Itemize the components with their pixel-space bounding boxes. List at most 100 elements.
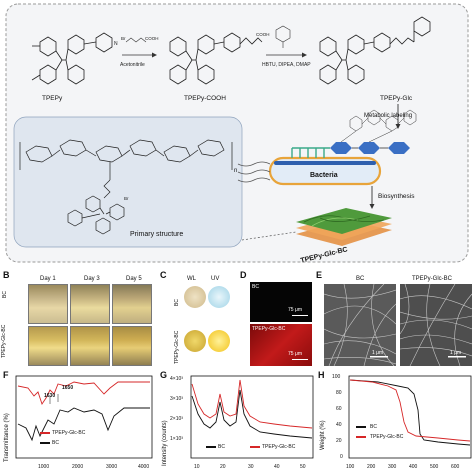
sem-image-bc <box>324 284 396 366</box>
g-xtick-3: 30 <box>248 464 254 470</box>
tpepy-glc-structure <box>319 16 431 85</box>
g-ytick-3: 3×10³ <box>170 396 183 402</box>
uptake-linkers <box>291 147 330 158</box>
h-legend-bc: BC <box>370 424 377 430</box>
panel-d-letter: D <box>240 270 247 280</box>
scale-bar-bottom <box>292 359 308 360</box>
panel-f-letter: F <box>3 370 9 380</box>
bacteria-flagellum-2 <box>237 169 271 175</box>
g-xtick-4: 40 <box>274 464 280 470</box>
h-ytick-100: 100 <box>332 374 341 380</box>
fluor-label-tpepy: TPEPy-Glc-BC <box>252 326 286 332</box>
step-metabolic-labeling: Metabolic labeling <box>364 113 412 119</box>
g-xtick-2: 20 <box>220 464 226 470</box>
panel-b-letter: B <box>3 270 10 280</box>
panel-b-flask-photos: B Day 1 Day 3 Day 5 BC TPEPy-Glc-BC <box>0 270 152 370</box>
row-label-bc: BC <box>2 291 8 298</box>
f-xtick-4: 4000 <box>138 464 150 470</box>
attached-tpe-cluster <box>340 109 417 143</box>
h-ytick-60: 60 <box>336 406 342 412</box>
panel-h-letter: H <box>318 370 325 380</box>
tga-plot <box>348 375 472 459</box>
arrow-1-cooh-label: COOH <box>145 36 159 41</box>
primary-structure-box <box>13 116 243 248</box>
hexagon-2 <box>358 142 380 154</box>
arrow-biosynthesis <box>369 186 375 209</box>
g-legend-bc: BC <box>218 444 225 450</box>
ftir-curve-bc <box>17 407 150 442</box>
primary-structure-label: Primary structure <box>130 231 183 238</box>
compound-label-tpepy-glc: TPEPy-Glc <box>380 95 413 102</box>
panel-g-xrd: G Intensity (counts) 4×10³ 3×10³ 2×10³ 1… <box>158 370 316 474</box>
n-subscript: n <box>234 168 237 174</box>
compound-label-tpepy: TPEPy <box>42 95 63 102</box>
uv-disc-tpepy <box>208 330 230 352</box>
tpepy-structure <box>31 32 113 85</box>
h-xtick-300: 300 <box>388 464 397 470</box>
g-ytick-1: 1×10³ <box>170 436 183 442</box>
f-legend-bc: BC <box>52 440 59 446</box>
row-label-tpepy-glc-bc: TPEPy-Glc-BC <box>1 324 7 358</box>
panel-e-sem: E BC TPEPy-Glc-BC 1 μm 1 μm <box>316 270 474 370</box>
flask-photo-bc-day3 <box>70 284 110 324</box>
h-xtick-400: 400 <box>409 464 418 470</box>
h-ytick-40: 40 <box>336 422 342 428</box>
arrow-1-br-label: Br <box>121 36 126 41</box>
wl-disc-bc <box>184 286 206 308</box>
h-xtick-600: 600 <box>451 464 460 470</box>
h-legend-tpepy: TPEPy-Glc-BC <box>370 434 404 440</box>
bc-film-stack <box>296 208 392 246</box>
hexagon-1 <box>330 142 352 154</box>
step-biosynthesis: Biosynthesis <box>378 193 415 200</box>
f-xtick-3: 3000 <box>106 464 118 470</box>
h-ytick-80: 80 <box>336 390 342 396</box>
scale-text-bottom: 75 μm <box>288 351 302 357</box>
column-label-uv: UV <box>211 276 220 282</box>
sem-scale-left: 1 μm <box>372 350 384 356</box>
tpepy-cooh-cooh-label: COOH <box>256 32 270 37</box>
flask-photo-bc-day1 <box>28 284 68 324</box>
sem-image-tpepy <box>400 284 472 366</box>
f-annotation-1630: 1630 <box>44 393 56 399</box>
day-label-2: Day 3 <box>84 276 100 282</box>
sem-label-bc: BC <box>356 276 365 282</box>
g-legend-tpepy: TPEPy-Glc-BC <box>262 444 296 450</box>
panel-a-scheme: N Br COOH Acetonitrile COOH <box>5 3 469 265</box>
bacteria-label: Bacteria <box>310 172 338 179</box>
panel-c-wl-uv: C WL UV BC TPEPy-Glc-BC <box>160 270 230 370</box>
sem-scale-right: 1 μm <box>450 350 462 356</box>
wl-disc-tpepy <box>184 330 206 352</box>
g-xtick-5: 50 <box>300 464 306 470</box>
sem-label-tpepy: TPEPy-Glc-BC <box>412 276 453 282</box>
arrow-1 <box>122 37 157 58</box>
hexagon-3 <box>388 142 410 154</box>
panel-g-letter: G <box>160 370 168 380</box>
c-row-label-bc: BC <box>174 299 180 306</box>
fluor-image-bc: BC 75 μm <box>250 282 312 322</box>
uv-disc-bc <box>208 286 230 308</box>
tga-curve-bc <box>349 379 471 446</box>
h-xtick-500: 500 <box>430 464 439 470</box>
panel-d-fluorescence: D BC 75 μm TPEPy-Glc-BC 75 μm <box>240 270 312 370</box>
panel-c-letter: C <box>160 270 167 280</box>
ftir-curve-tpepy <box>17 381 150 406</box>
xrd-curve-tpepy <box>191 379 313 429</box>
tga-curve-tpepy <box>349 379 471 442</box>
cellulose-chain <box>19 139 233 170</box>
flask-photo-tpepy-day5 <box>112 326 152 366</box>
primary-br-label: Br <box>124 196 129 201</box>
reagent-acetonitrile: Acetonitrile <box>120 62 145 68</box>
day-label-3: Day 5 <box>126 276 142 282</box>
f-legend-tpepy: TPEPy-Glc-BC <box>52 430 86 436</box>
xrd-plot <box>190 375 314 459</box>
g-ylabel: Intensity (counts) <box>162 420 168 466</box>
panel-a-canvas: N Br COOH Acetonitrile COOH <box>5 3 469 265</box>
arrow-2 <box>266 25 307 58</box>
ftir-plot <box>15 375 153 459</box>
h-ytick-0: 0 <box>340 454 343 460</box>
g-xtick-1: 10 <box>194 464 200 470</box>
bacteria-membrane <box>274 161 376 165</box>
panel-h-tga: H Weight (%) 100 80 60 40 20 0 BC TPEPy-… <box>316 370 474 474</box>
flask-photo-tpepy-day1 <box>28 326 68 366</box>
panel-e-letter: E <box>316 270 323 280</box>
